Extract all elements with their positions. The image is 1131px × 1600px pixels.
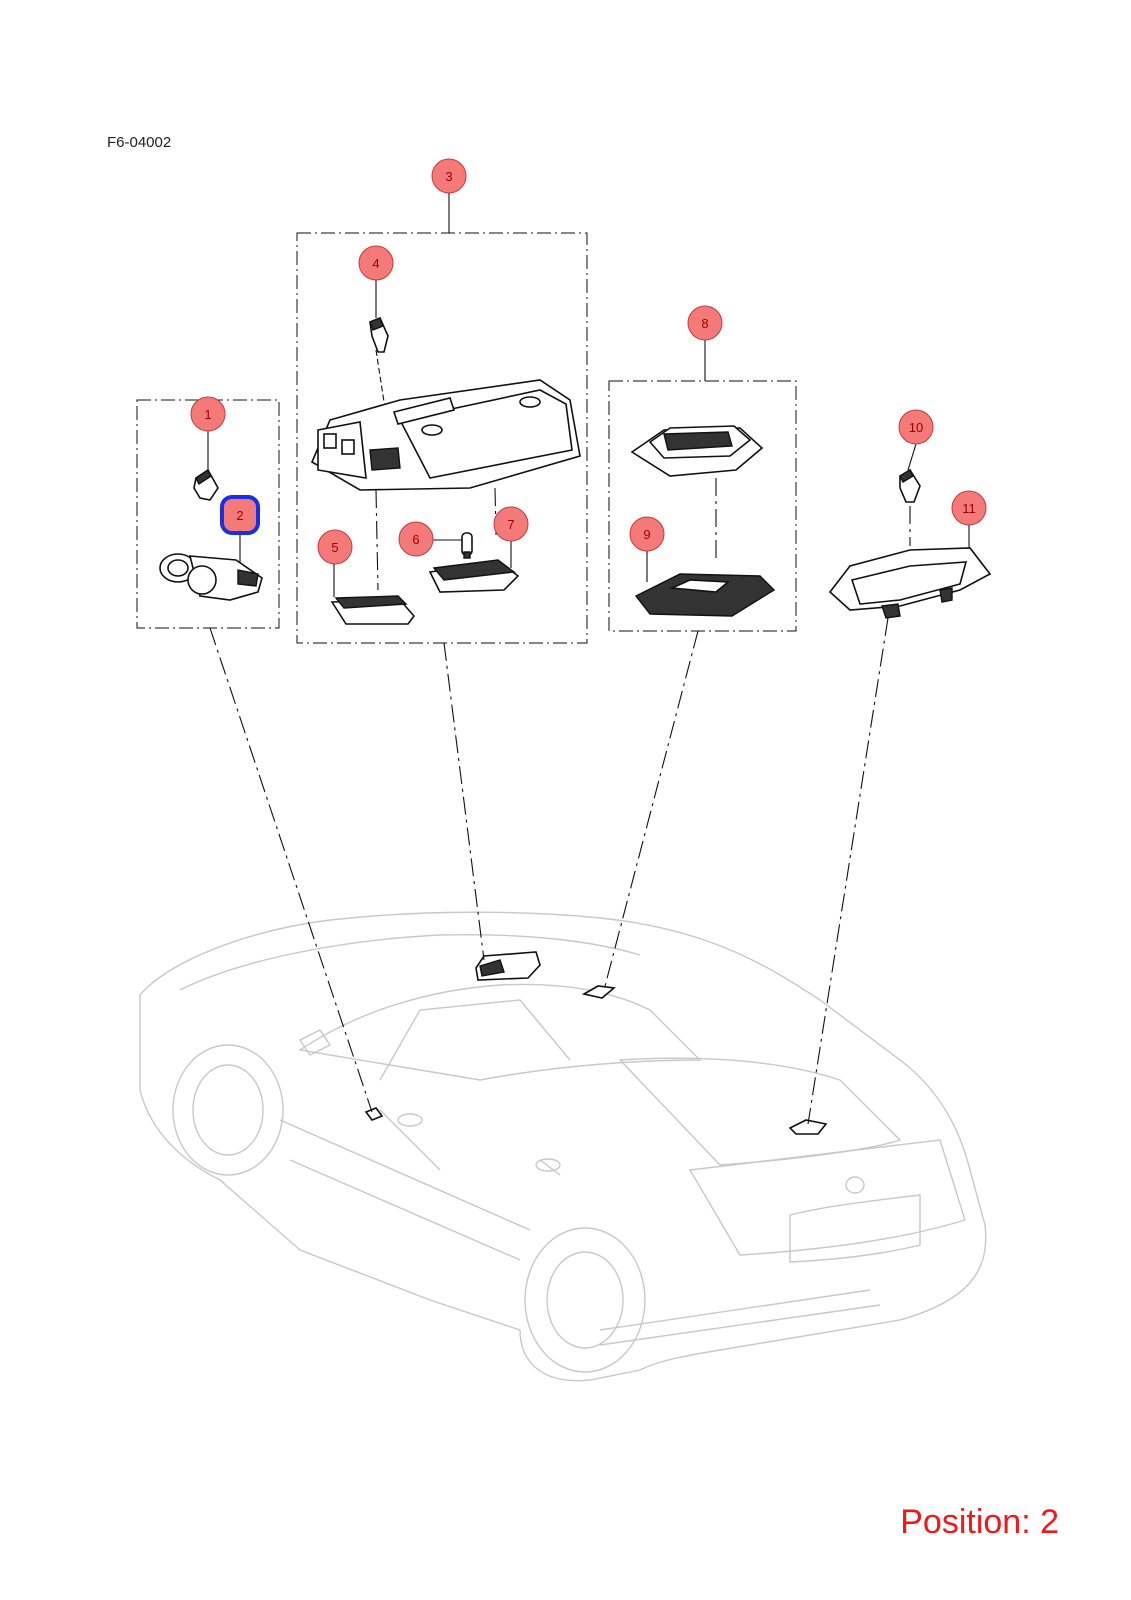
- leader-door-lamp: [209, 627, 373, 1113]
- dome-lamp-assembly[interactable]: [630, 425, 764, 477]
- festoon-bulb[interactable]: [461, 532, 473, 559]
- car-outline: [139, 911, 987, 1382]
- svg-text:1: 1: [204, 407, 211, 422]
- svg-text:3: 3: [445, 169, 452, 184]
- callout-6[interactable]: 6: [398, 521, 434, 557]
- svg-text:4: 4: [372, 256, 379, 271]
- callout-1[interactable]: 1: [190, 396, 226, 432]
- svg-text:10: 10: [909, 420, 923, 435]
- door-courtesy-lamp-assembly[interactable]: [159, 553, 263, 601]
- map-lamp-lens-left[interactable]: [330, 595, 416, 625]
- callout-10[interactable]: 10: [898, 409, 934, 445]
- diagram-code: F6-04002: [107, 134, 172, 151]
- car-mounted-lamps: [364, 951, 828, 1135]
- svg-text:7: 7: [507, 517, 514, 532]
- rear-lamp-bulb[interactable]: [899, 468, 921, 503]
- svg-text:8: 8: [701, 316, 708, 331]
- overhead-console-lamp-assembly[interactable]: [310, 379, 581, 491]
- callout-2-selected[interactable]: 2: [220, 495, 260, 535]
- svg-text:11: 11: [962, 501, 976, 516]
- svg-text:2: 2: [236, 508, 243, 523]
- position-indicator: Position: 2: [900, 1503, 1059, 1541]
- dome-lamp-lens[interactable]: [634, 573, 776, 617]
- svg-text:5: 5: [331, 540, 338, 555]
- leader-rear-lamp: [807, 617, 889, 1125]
- callout-9[interactable]: 9: [629, 516, 665, 552]
- map-lamp-lens-right[interactable]: [428, 559, 520, 593]
- leader-dome: [603, 630, 699, 991]
- svg-text:9: 9: [643, 527, 650, 542]
- callout-5[interactable]: 5: [317, 529, 353, 565]
- console-bulb[interactable]: [369, 316, 389, 353]
- door-courtesy-bulb[interactable]: [193, 468, 219, 501]
- group-box-door-lamp: [136, 399, 280, 629]
- leader-console: [443, 642, 485, 961]
- callout-11[interactable]: 11: [951, 490, 987, 526]
- callout-4[interactable]: 4: [358, 245, 394, 281]
- group-box-dome-lamp: [608, 380, 797, 632]
- svg-text:6: 6: [412, 532, 419, 547]
- callout-3[interactable]: 3: [431, 158, 467, 194]
- group-box-console: [296, 232, 588, 644]
- callout-8[interactable]: 8: [687, 305, 723, 341]
- callout-7[interactable]: 7: [493, 506, 529, 542]
- rear-reading-lamp-assembly[interactable]: [828, 547, 992, 619]
